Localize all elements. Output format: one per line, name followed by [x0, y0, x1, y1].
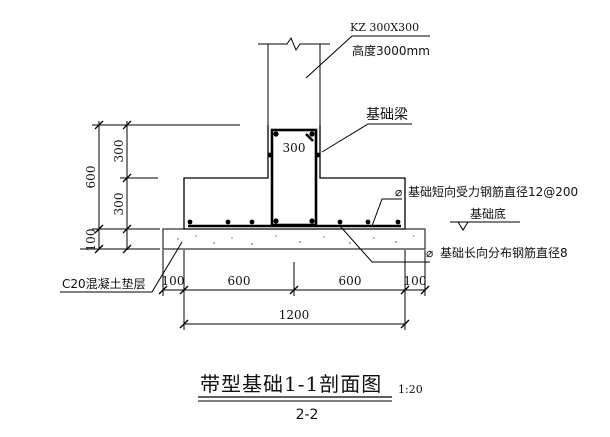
beam-leader: [321, 123, 412, 153]
stirrup-hook: [305, 133, 314, 142]
dim-left-ext: 100: [162, 274, 185, 288]
drawing-scale: 1:20: [398, 383, 423, 396]
dim-cushion-height: 100: [84, 229, 98, 252]
column-break-line: [258, 36, 330, 52]
left-dimension-lines: [80, 120, 240, 254]
column-height-note: 高度3000mm: [352, 43, 430, 58]
bottom-dimension-lines: [158, 250, 430, 330]
dim-right-ext: 100: [404, 274, 427, 288]
beam-section-dim: 300: [283, 141, 306, 155]
long-rebar-note: 基础长向分布钢筋直径8: [440, 245, 568, 260]
dim-upper-height: 300: [112, 140, 126, 163]
short-rebar-leader: [371, 198, 402, 227]
dim-total-height: 600: [84, 166, 98, 189]
dim-left-half: 600: [228, 274, 251, 288]
cushion-leader: [60, 241, 183, 293]
dim-right-half: 600: [339, 274, 362, 288]
bottom-note: 基础底: [470, 206, 506, 221]
long-rebar-leader: [339, 225, 430, 263]
column-label: KZ 300X300: [350, 21, 419, 34]
beam-label: 基础梁: [366, 106, 408, 123]
rebar-dots: [187, 131, 401, 225]
long-rebar-symbol: ⌀: [426, 246, 433, 260]
short-rebar-note: 基础短向受力钢筋直径12@200: [408, 184, 578, 199]
elevation-marker: [450, 221, 520, 231]
column-outline: [267, 44, 321, 125]
drawing-subtitle: 2-2: [296, 407, 319, 423]
cushion-note: C20混凝土垫层: [62, 276, 146, 291]
short-rebar-symbol: ⌀: [395, 185, 402, 199]
column-leader: [305, 35, 430, 79]
cushion-hatch: [177, 235, 415, 245]
dim-lower-height: 300: [112, 193, 126, 216]
dim-total-width: 1200: [279, 308, 310, 322]
drawing-title: 带型基础1-1剖面图: [200, 372, 382, 396]
cushion-layer: [162, 228, 426, 250]
